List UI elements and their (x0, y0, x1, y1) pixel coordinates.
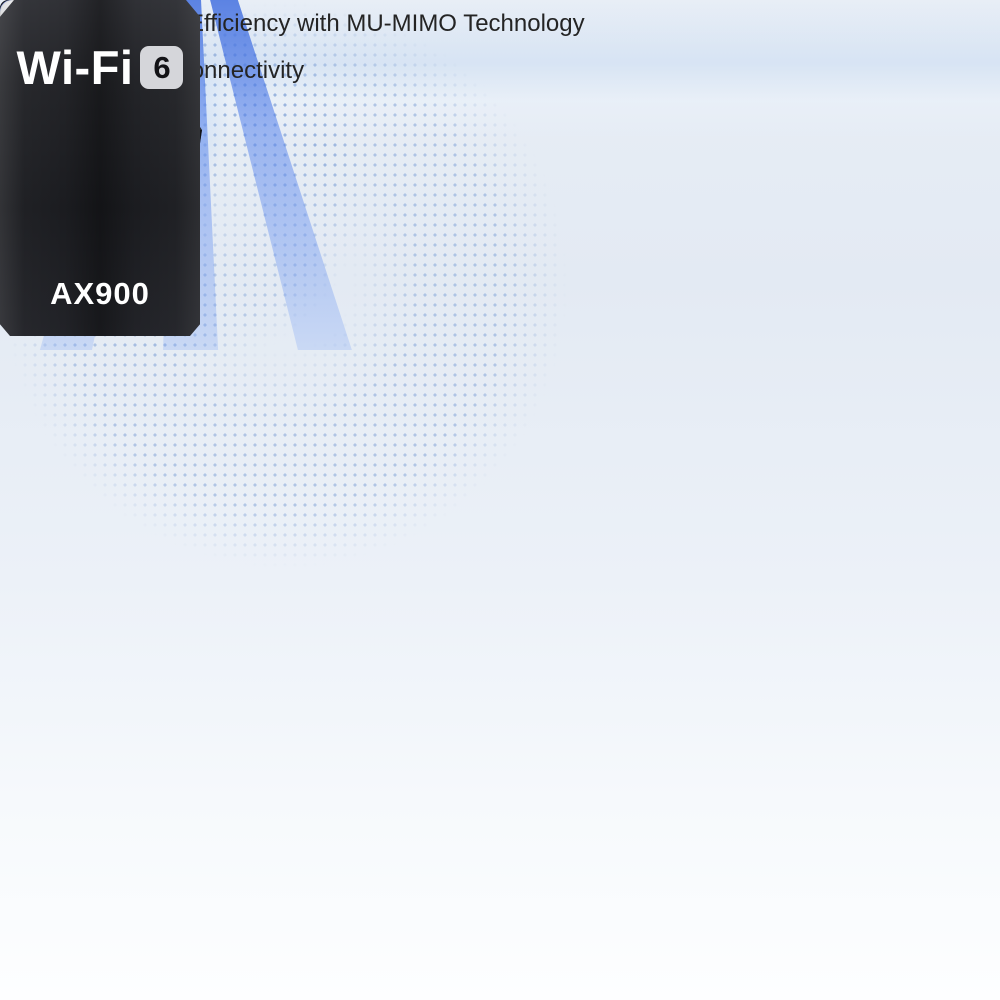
wifi-generation-badge: 6 (140, 46, 184, 89)
wifi-brand-text: Wi-Fi (16, 41, 134, 94)
adapter-body: Wi-Fi 6 AX900 (0, 0, 200, 336)
model-number: AX900 (50, 276, 150, 311)
wifi6-logo: Wi-Fi 6 (0, 40, 200, 95)
